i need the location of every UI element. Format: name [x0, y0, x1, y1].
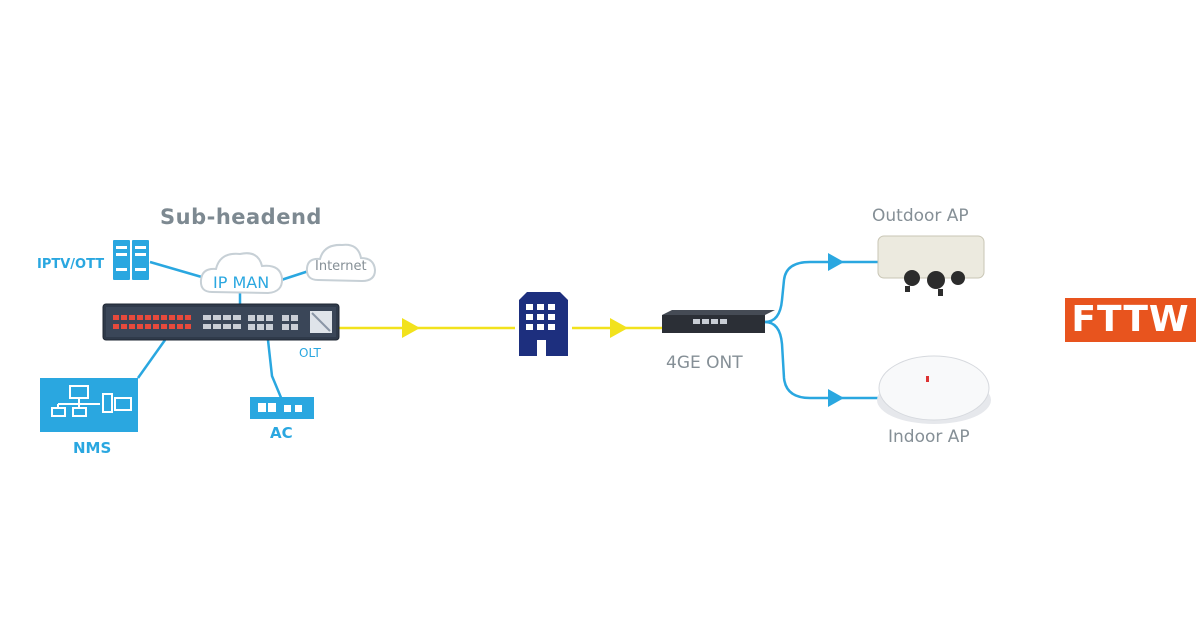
cloud-icon [199, 252, 284, 295]
olt-switch [102, 303, 340, 341]
outdoor-ap-label: Outdoor AP [872, 206, 969, 226]
ac-icon [250, 397, 314, 419]
iptv-label: IPTV/OTT [37, 257, 105, 272]
ont-label: 4GE ONT [666, 353, 743, 373]
outdoor-ap-device [877, 235, 985, 296]
fiber-arrow-1 [402, 318, 420, 338]
sub-headend-title: Sub-headend [160, 205, 322, 229]
link-olt-nms [136, 339, 167, 379]
indoor-ap-device [877, 355, 991, 424]
arrow-indoor [828, 389, 844, 407]
cloud-icon [305, 243, 377, 283]
internet-label: Internet [315, 259, 367, 274]
ip-man-label: IP MAN [213, 273, 270, 292]
fttw-badge: FTTW [1065, 298, 1196, 342]
indoor-ap-label: Indoor AP [888, 427, 970, 447]
fiber-arrow-2 [610, 318, 628, 338]
ac-label: AC [270, 424, 293, 442]
nms-icon [40, 378, 138, 432]
building-icon [519, 292, 568, 356]
link-ont-outdoor [764, 260, 880, 324]
ont-device [662, 310, 775, 333]
link-olt-ac [266, 339, 284, 401]
link-ont-indoor [764, 320, 880, 400]
nms-label: NMS [73, 439, 112, 457]
server-icon [113, 240, 149, 280]
olt-label: OLT [299, 346, 321, 360]
arrow-outdoor [828, 253, 844, 271]
